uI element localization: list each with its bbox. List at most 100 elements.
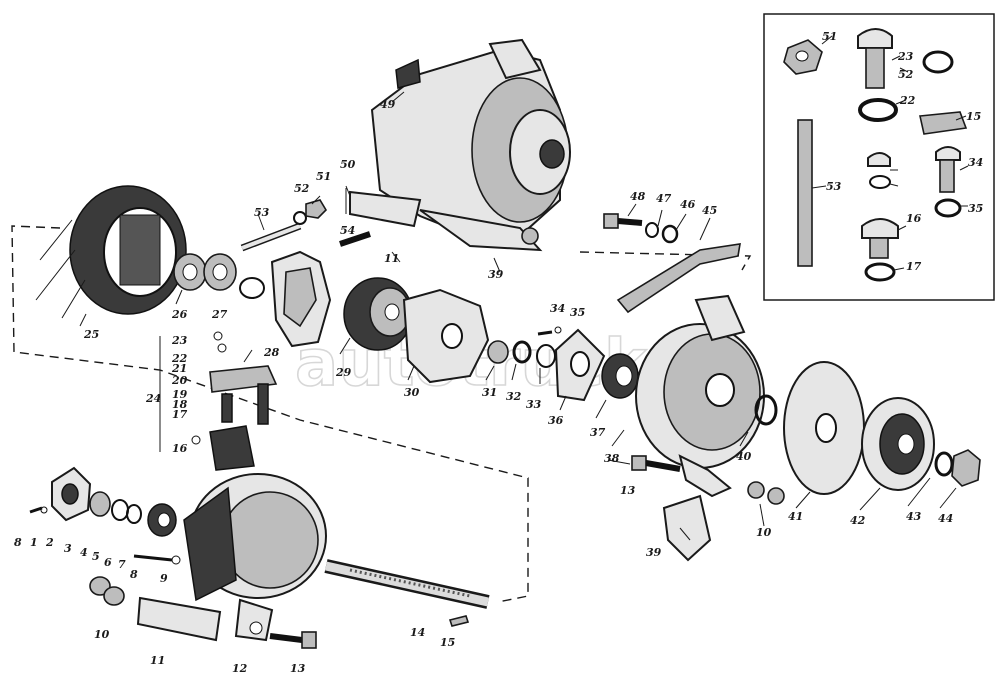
inset-screw-1 [867, 152, 891, 189]
label-12: 12 [232, 662, 248, 675]
washer-5 [111, 499, 129, 521]
label-15b: 15 [966, 110, 981, 123]
nut-washer-52-51 [293, 199, 328, 225]
label-20: 20 [171, 374, 188, 387]
rotor-pole-28 [270, 250, 332, 348]
label-31: 31 [482, 386, 497, 399]
label-8: 8 [14, 536, 22, 549]
label-35b: 35 [968, 202, 983, 215]
assembly-dashed-line-right [579, 251, 752, 271]
label-39b: 39 [646, 546, 662, 559]
bolt-13-right [631, 455, 681, 472]
label-53b: 53 [826, 180, 842, 193]
label-1: 1 [30, 536, 38, 549]
nuts-10-right [747, 481, 785, 505]
label-11b: 11 [384, 252, 399, 265]
cover-plate-36 [554, 328, 606, 402]
label-11: 11 [150, 654, 165, 667]
assembled-alternator [370, 38, 571, 252]
shaft-14 [324, 559, 490, 609]
label-52b: 52 [898, 68, 914, 81]
inset-nut-51 [783, 39, 823, 75]
label-10b: 10 [756, 526, 772, 539]
label-14: 14 [410, 626, 425, 639]
bracket-45 [616, 243, 741, 314]
screw-34 [537, 330, 553, 336]
label-22: 22 [171, 352, 188, 365]
label-13b: 13 [620, 484, 636, 497]
bolt-48 [603, 213, 679, 244]
label-46: 46 [680, 198, 696, 211]
inset-frame [763, 13, 995, 301]
label-27: 27 [211, 308, 228, 321]
inset-key-15 [919, 111, 968, 135]
label-51b: 51 [822, 30, 837, 43]
label-37: 37 [590, 426, 606, 439]
rear-housing-12 [183, 473, 327, 642]
inset-pin-53 [797, 119, 813, 267]
label-45: 45 [702, 204, 717, 217]
inset-washer-17 [864, 262, 896, 282]
nut-4 [89, 491, 111, 517]
rings-31-33 [487, 340, 556, 368]
bearing-26 [173, 253, 265, 299]
label-29: 29 [335, 366, 352, 379]
brush-holder-group [159, 331, 278, 471]
label-34b: 34 [968, 156, 983, 169]
nut-44 [951, 449, 981, 487]
label-32: 32 [506, 390, 522, 403]
rotor-pole-30 [402, 288, 490, 384]
label-40: 40 [736, 450, 752, 463]
front-housing-38 [635, 294, 765, 498]
fan-41 [783, 361, 865, 495]
label-52: 52 [294, 182, 310, 195]
label-3: 3 [64, 542, 72, 555]
label-15: 15 [440, 636, 455, 649]
inset-screw-34 [935, 146, 961, 193]
cover-3 [51, 466, 92, 522]
inset-screw-23 [857, 28, 893, 89]
label-43: 43 [906, 510, 922, 523]
key-15 [448, 615, 470, 627]
label-7: 7 [118, 558, 126, 571]
washer-9 [171, 555, 181, 565]
pin-53 [240, 222, 302, 252]
label-22b: 22 [899, 94, 916, 107]
label-36: 36 [548, 414, 564, 427]
label-9: 9 [160, 572, 168, 585]
label-26: 26 [171, 308, 188, 321]
bearing-7 [147, 503, 177, 537]
bolt-8 [133, 554, 173, 562]
label-30: 30 [404, 386, 420, 399]
label-47: 47 [656, 192, 672, 205]
label-18: 18 [172, 398, 188, 411]
label-39: 39 [488, 268, 504, 281]
bolt-13-bottom [269, 631, 317, 649]
inset-screw-16 [861, 218, 899, 259]
pin-54 [339, 231, 371, 247]
label-23b: 23 [897, 50, 914, 63]
washer-2 [40, 506, 48, 514]
label-54: 54 [340, 224, 355, 237]
washer-35 [554, 326, 562, 334]
label-8b: 8 [130, 568, 138, 581]
nuts-10-bottom [89, 576, 125, 606]
label-2: 2 [45, 536, 54, 549]
label-17b: 17 [906, 260, 922, 273]
label-25: 25 [83, 328, 99, 341]
label-42: 42 [850, 514, 866, 527]
label-24: 24 [145, 392, 161, 405]
label-10: 10 [94, 628, 110, 641]
inset-washer-35 [934, 198, 962, 218]
label-17: 17 [172, 408, 188, 421]
label-44: 44 [938, 512, 953, 525]
washer-6 [126, 504, 142, 524]
washer-43 [934, 451, 954, 477]
inset-washer-52 [922, 50, 954, 74]
label-34: 34 [550, 302, 565, 315]
label-33: 33 [526, 398, 542, 411]
label-16b: 16 [906, 212, 922, 225]
label-35: 35 [570, 306, 585, 319]
label-28: 28 [263, 346, 280, 359]
